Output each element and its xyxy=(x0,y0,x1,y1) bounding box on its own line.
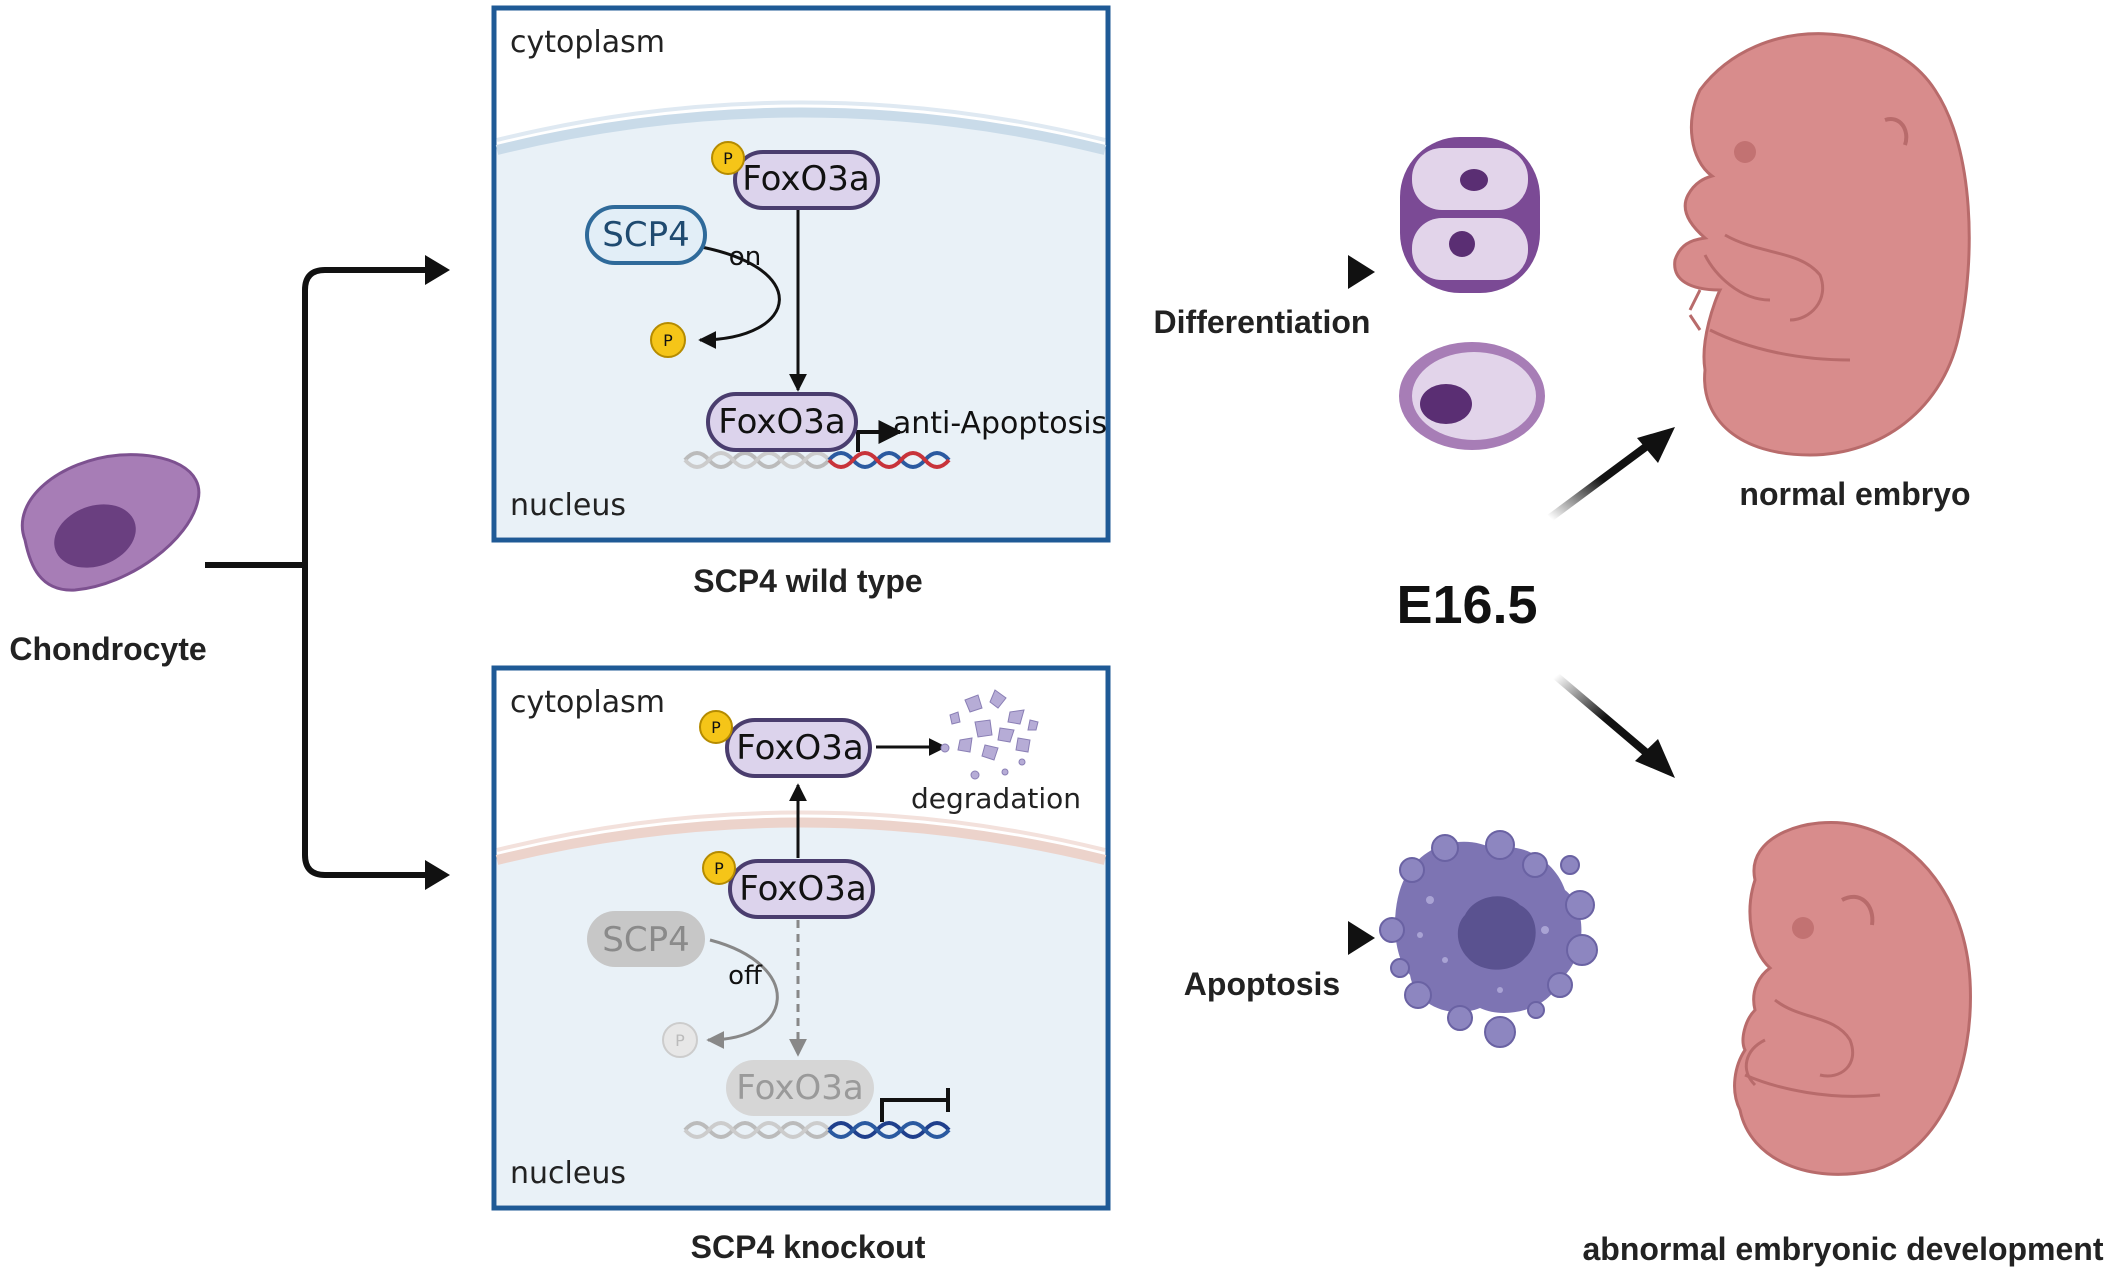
foxo3a-box xyxy=(733,150,880,210)
apoptotic-cell xyxy=(1379,830,1598,1048)
stage-label: E16.5 xyxy=(1396,575,1537,635)
phospho-circle xyxy=(650,322,686,358)
nucleus-label: nucleus xyxy=(510,488,626,523)
scp4-label: SCP4 xyxy=(602,215,689,255)
differentiation-label: Differentiation xyxy=(1154,304,1371,340)
dna-helix-knockout xyxy=(683,1121,951,1139)
phospho-label: P xyxy=(714,859,724,878)
branch-connector xyxy=(205,267,440,878)
to-normal-arrow-head xyxy=(1637,427,1675,463)
promoter-arrow xyxy=(856,420,903,452)
dephosphorylation-arrow xyxy=(689,243,781,349)
arrow-head-top xyxy=(425,255,450,285)
chondrocyte-label: Chondrocyte xyxy=(9,631,206,667)
phospho-circle xyxy=(702,851,736,885)
phospho-label: P xyxy=(663,331,673,350)
differentiated-chondrocytes xyxy=(1399,137,1545,450)
degradation-fragments xyxy=(940,689,1039,780)
to-normal-arrow xyxy=(1547,436,1658,522)
normal-embryo-label: normal embryo xyxy=(1739,476,1970,512)
nucleus-label: nucleus xyxy=(510,1156,626,1191)
scp4-box xyxy=(585,205,707,265)
phospho-circle-faded xyxy=(662,1022,698,1058)
foxo3a-label: FoxO3a xyxy=(718,402,845,442)
foxo3a-box xyxy=(706,392,858,452)
chondrocyte-cell xyxy=(20,453,201,592)
phospho-circle xyxy=(711,141,745,175)
knockout-panel xyxy=(491,665,1111,1211)
on-label: on xyxy=(729,242,761,272)
inactive-dephosphorylation-arrow xyxy=(706,938,779,1049)
degradation-label: degradation xyxy=(911,782,1081,815)
to-abnormal-arrow xyxy=(1553,672,1658,764)
foxo3a-label-inactive: FoxO3a xyxy=(736,1068,863,1108)
phospho-label: P xyxy=(711,718,721,737)
blocked-promoter xyxy=(880,1098,948,1122)
off-label: off xyxy=(728,961,763,991)
apoptosis-arrow-head xyxy=(1348,921,1375,955)
foxo3a-label: FoxO3a xyxy=(736,728,863,768)
arrow-head-bottom xyxy=(425,860,450,890)
normal-embryo xyxy=(1673,32,1971,457)
abnormal-embryo-label: abnormal embryonic development xyxy=(1582,1231,2103,1267)
foxo3a-label: FoxO3a xyxy=(742,159,869,199)
scp4-box-inactive xyxy=(587,911,705,967)
foxo3a-box xyxy=(725,718,872,778)
foxo3a-box xyxy=(728,859,875,919)
cytoplasm-label: cytoplasm xyxy=(510,685,665,720)
foxo3a-label: FoxO3a xyxy=(739,869,866,909)
gene-label: anti-Apoptosis xyxy=(893,406,1107,441)
differentiation-arrow-head xyxy=(1348,255,1375,289)
cytoplasm-label: cytoplasm xyxy=(510,25,665,60)
scp4-label-inactive: SCP4 xyxy=(602,920,689,960)
wild-type-panel xyxy=(491,5,1111,543)
knockout-caption: SCP4 knockout xyxy=(691,1229,926,1265)
wild-type-caption: SCP4 wild type xyxy=(693,563,922,599)
phospho-label: P xyxy=(723,149,733,168)
phospho-label-faded: P xyxy=(675,1031,685,1050)
foxo3a-box-inactive xyxy=(726,1060,874,1116)
to-abnormal-arrow-head xyxy=(1635,739,1675,778)
dna-helix-wild-type xyxy=(683,451,951,469)
apoptosis-label: Apoptosis xyxy=(1184,966,1340,1002)
phospho-circle xyxy=(699,710,733,744)
abnormal-embryo xyxy=(1733,820,1972,1176)
